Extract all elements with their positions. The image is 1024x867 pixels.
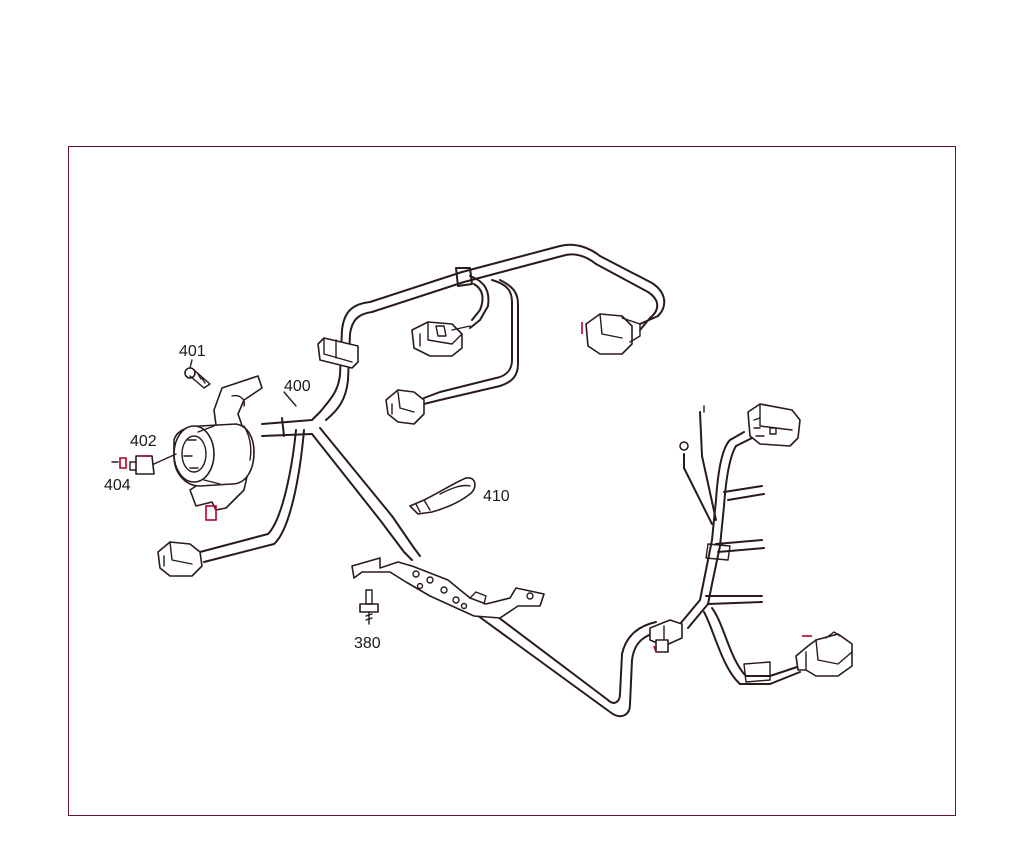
- callout-402: 402: [130, 433, 157, 450]
- callout-380: 380: [354, 635, 381, 652]
- harness-main-trunk: [199, 243, 666, 718]
- connector-top-right: [581, 313, 641, 355]
- harness-right-branch: [649, 405, 801, 685]
- connector-mid: [385, 389, 425, 425]
- diagram-frame: [68, 146, 956, 816]
- cable-tie-410: [409, 477, 476, 515]
- screw-401: [184, 367, 211, 389]
- sensor-unit-left: [173, 375, 263, 521]
- connector-right-upper: [747, 403, 801, 447]
- callout-410: 410: [483, 488, 510, 505]
- callout-400: 400: [284, 378, 311, 395]
- mounting-bracket: [351, 557, 545, 619]
- connector-right-lower: [795, 631, 853, 677]
- callout-404: 404: [104, 477, 131, 494]
- callout-401: 401: [179, 343, 206, 360]
- connector-lower-left: [157, 541, 203, 577]
- leader-lines: [189, 359, 297, 407]
- connector-top-middle: [411, 321, 471, 357]
- screw-380: [359, 589, 379, 625]
- parts-402-404: [111, 453, 177, 475]
- harness-clip: [317, 337, 359, 369]
